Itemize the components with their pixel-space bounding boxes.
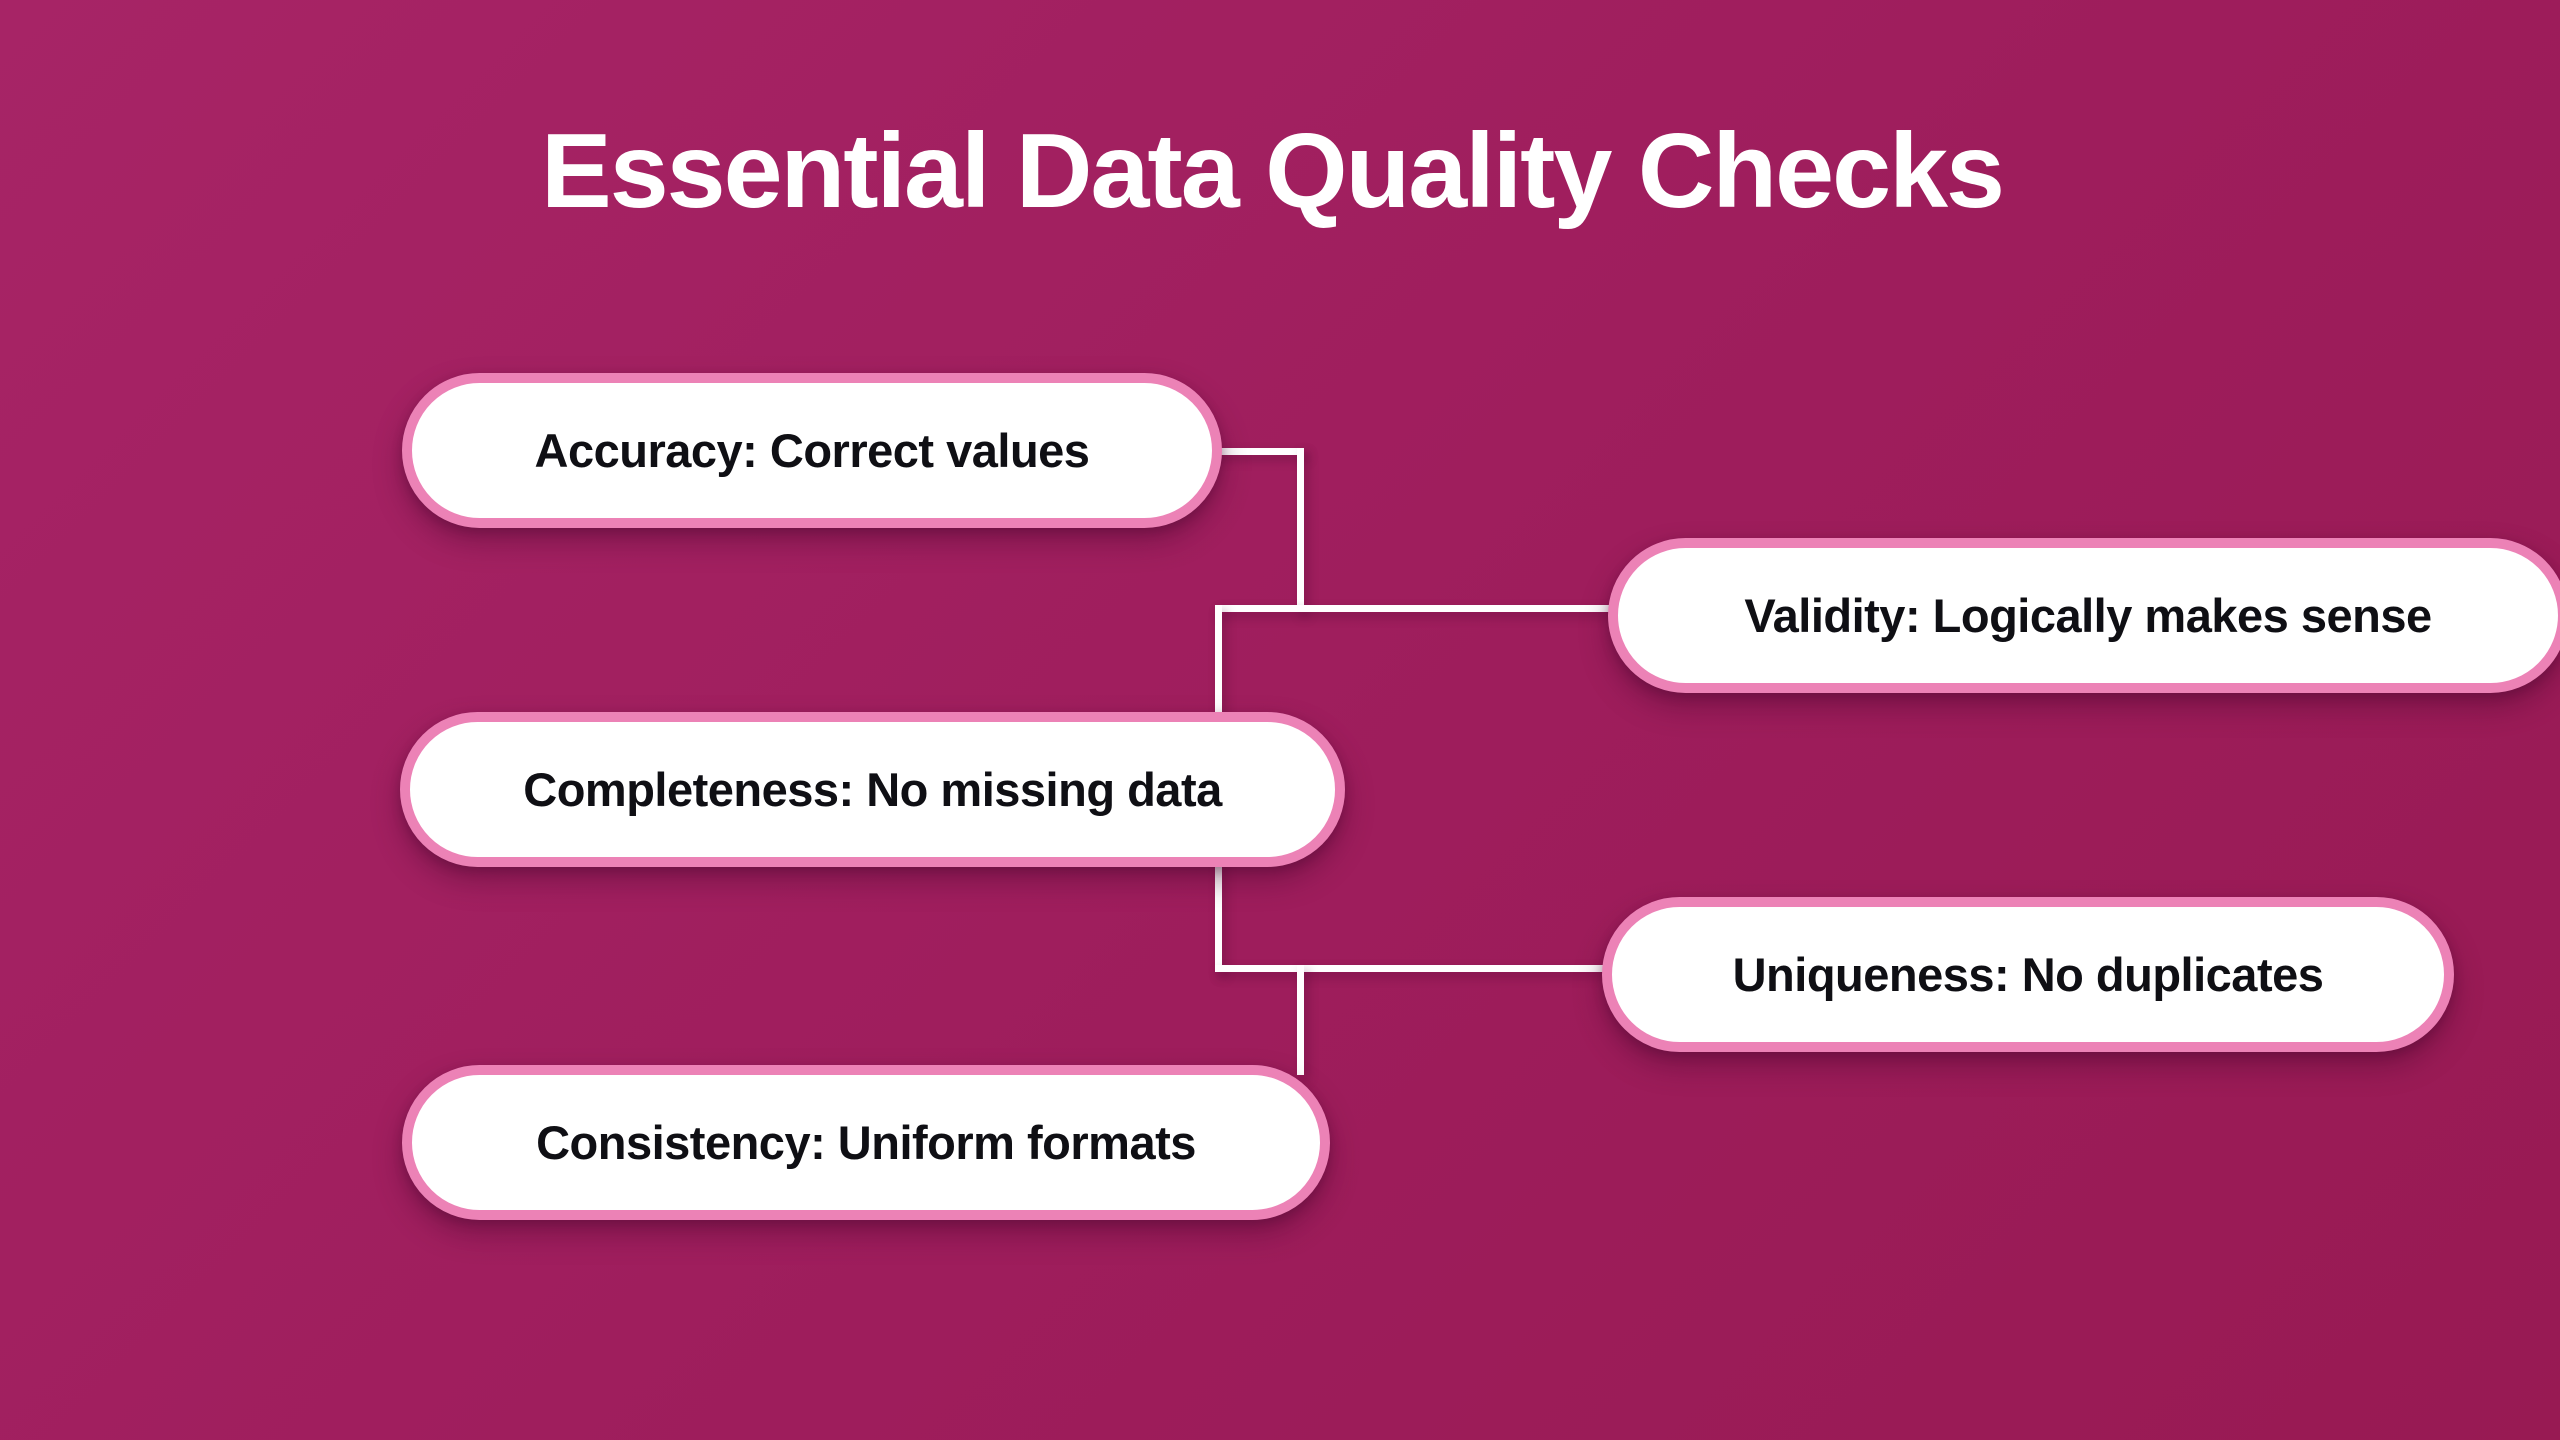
node-completeness-label: Completeness: No missing data (523, 763, 1222, 816)
connector-accuracy-vertical (1297, 448, 1304, 612)
node-validity-label: Validity: Logically makes sense (1744, 589, 2432, 642)
node-consistency-label: Consistency: Uniform formats (536, 1116, 1196, 1169)
connector-consistency-vertical (1297, 965, 1304, 1075)
node-uniqueness: Uniqueness: No duplicates (1602, 897, 2454, 1052)
connector-validity-horizontal (1215, 605, 1615, 612)
connector-accuracy-horizontal (1200, 448, 1304, 455)
node-accuracy-label: Accuracy: Correct values (534, 424, 1090, 477)
connector-uniqueness-horizontal (1215, 965, 1610, 972)
node-uniqueness-label: Uniqueness: No duplicates (1732, 948, 2324, 1001)
node-accuracy: Accuracy: Correct values (402, 373, 1222, 528)
node-completeness: Completeness: No missing data (400, 712, 1345, 867)
node-validity: Validity: Logically makes sense (1608, 538, 2560, 693)
node-consistency: Consistency: Uniform formats (402, 1065, 1330, 1220)
page-title: Essential Data Quality Checks (541, 112, 2005, 230)
